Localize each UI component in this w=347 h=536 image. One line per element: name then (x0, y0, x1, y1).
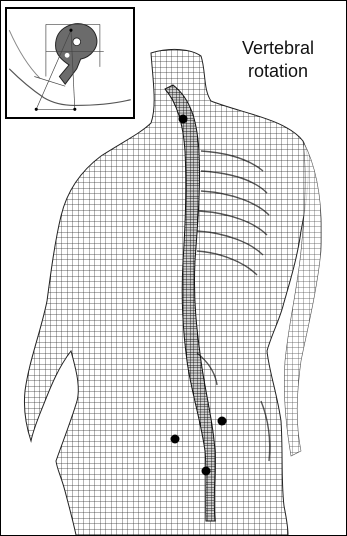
marker-vertebra-prominens (179, 115, 188, 124)
inset-vertebra-diagram (5, 7, 135, 119)
vertebral-rotation-label: Vertebral rotation (218, 37, 338, 83)
label-line-2: rotation (218, 60, 338, 83)
marker-dimple-left (171, 435, 180, 444)
marker-sacrum (202, 467, 211, 476)
torso-mesh (24, 49, 308, 535)
marker-dimple-right (218, 417, 227, 426)
label-line-1: Vertebral (218, 37, 338, 60)
vertebra-rotation-diagram (7, 9, 133, 117)
